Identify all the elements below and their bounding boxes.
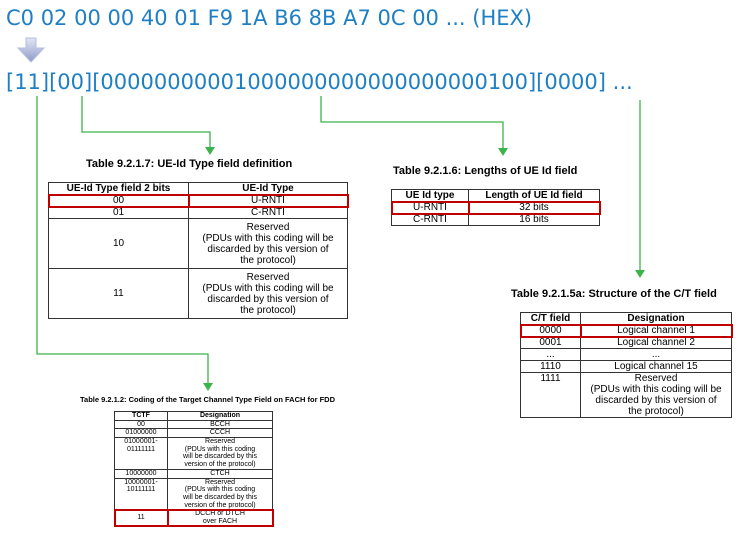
header-desc: Designation <box>167 411 273 421</box>
table-row: 11 Reserved (PDUs with this coding will … <box>48 268 348 319</box>
ct-code: 1110 <box>520 360 581 373</box>
ue-id-type-code: 00 <box>47 193 190 208</box>
table-row: 01000001- 01111111 Reserved (PDUs with t… <box>114 437 273 470</box>
table-row: 0001 Logical channel 2 <box>520 336 732 349</box>
table-header-row: TCTF Designation <box>114 411 273 421</box>
table-row: 0000 Logical channel 1 <box>519 323 733 338</box>
ct-field-table: C/T field Designation 0000 Logical chann… <box>519 312 733 418</box>
tctf-code: 11 <box>113 508 169 528</box>
ue-id-type-table-title: Table 9.2.1.7: UE-Id Type field definiti… <box>86 158 293 170</box>
arrowhead-ue-id <box>498 148 508 156</box>
ct-desc: Logical channel 2 <box>580 336 732 349</box>
ue-id-type-code: 10 <box>48 218 189 269</box>
table-header-row: C/T field Designation <box>520 312 732 325</box>
arrowhead-tctf <box>203 383 213 391</box>
ue-id-type-desc: C-RNTI <box>188 206 348 219</box>
connector-ue-id-type <box>81 96 211 147</box>
table-row: 1110 Logical channel 15 <box>520 360 732 373</box>
table-row: 01000000 CCCH <box>114 428 273 439</box>
tctf-desc: Reserved (PDUs with this coding will be … <box>167 437 273 470</box>
ue-id-length: 16 bits <box>468 213 600 226</box>
header-code: C/T field <box>520 312 581 325</box>
ue-id-type-code: 01 <box>48 206 189 219</box>
tctf-desc: BCCH <box>167 419 273 430</box>
header-type: UE Id type <box>391 189 469 202</box>
tctf-desc: Reserved (PDUs with this coding will be … <box>167 477 273 511</box>
ue-id-type-desc: Reserved (PDUs with this coding will be … <box>188 268 348 319</box>
ue-id-lengths-table: UE Id type Length of UE Id field U-RNTI … <box>390 189 601 226</box>
ct-code: 1111 <box>520 372 581 418</box>
arrowhead-ue-id-type <box>205 147 215 155</box>
tctf-code: 10000001- 10111111 <box>114 477 168 511</box>
ue-id-type: U-RNTI <box>390 200 470 215</box>
ct-desc: Logical channel 15 <box>580 360 732 373</box>
ct-desc: Reserved (PDUs with this coding will be … <box>580 372 732 418</box>
header-length: Length of UE Id field <box>468 189 600 202</box>
connector-tctf <box>36 96 209 383</box>
bit-fields-line: [11][00][0000000000100000000000000000010… <box>6 70 633 94</box>
connector-ue-id <box>320 96 504 148</box>
ct-code: 0000 <box>519 323 582 338</box>
ct-code: 0001 <box>520 336 581 349</box>
arrowhead-ct-field <box>635 270 645 278</box>
down-arrow-icon <box>16 37 46 63</box>
ct-code: ... <box>520 348 581 361</box>
table-row: ... ... <box>520 348 732 361</box>
header-desc: Designation <box>580 312 732 325</box>
table-row: 00 U-RNTI <box>47 193 349 208</box>
table-row: 10000001- 10111111 Reserved (PDUs with t… <box>114 477 273 511</box>
header-code: TCTF <box>114 411 168 421</box>
table-row: 01 C-RNTI <box>48 206 348 219</box>
table-header-row: UE-Id Type field 2 bits UE-Id Type <box>48 182 348 195</box>
table-row: 1111 Reserved (PDUs with this coding wil… <box>520 372 732 418</box>
table-header-row: UE Id type Length of UE Id field <box>391 189 600 202</box>
table-row: 10000000 CTCH <box>114 468 273 479</box>
ue-id-length: 32 bits <box>467 200 601 215</box>
table-row: 00 BCCH <box>114 419 273 430</box>
tctf-table: TCTF Designation 00 BCCH 01000000 CCCH 0… <box>113 411 274 528</box>
ue-id-lengths-table-title: Table 9.2.1.6: Lengths of UE Id field <box>393 165 578 177</box>
ue-id-type-desc: Reserved (PDUs with this coding will be … <box>188 218 348 269</box>
tctf-table-title: Table 9.2.1.2: Coding of the Target Chan… <box>80 395 336 404</box>
header-code: UE-Id Type field 2 bits <box>48 182 189 195</box>
ct-desc: Logical channel 1 <box>579 323 733 338</box>
ue-id-type-table: UE-Id Type field 2 bits UE-Id Type 00 U-… <box>47 182 349 319</box>
table-row: U-RNTI 32 bits <box>390 200 601 215</box>
tctf-desc: CCCH <box>167 428 273 439</box>
ue-id-type-code: 11 <box>48 268 189 319</box>
tctf-desc: CTCH <box>167 468 273 479</box>
tctf-desc: DCCH or DTCH over FACH <box>166 508 274 528</box>
ct-field-table-title: Table 9.2.1.5a: Structure of the C/T fie… <box>511 288 717 300</box>
header-desc: UE-Id Type <box>188 182 348 195</box>
ct-desc: ... <box>580 348 732 361</box>
hex-bytes-line: C0 02 00 00 40 01 F9 1A B6 8B A7 0C 00 .… <box>6 6 533 30</box>
ue-id-type-desc: U-RNTI <box>187 193 349 208</box>
tctf-code: 10000000 <box>114 468 168 479</box>
table-row: C-RNTI 16 bits <box>391 213 600 226</box>
tctf-code: 00 <box>114 419 168 430</box>
tctf-code: 01000000 <box>114 428 168 439</box>
table-row: 10 Reserved (PDUs with this coding will … <box>48 218 348 269</box>
tctf-code: 01000001- 01111111 <box>114 437 168 470</box>
table-row: 11 DCCH or DTCH over FACH <box>113 508 274 528</box>
ue-id-type: C-RNTI <box>391 213 469 226</box>
